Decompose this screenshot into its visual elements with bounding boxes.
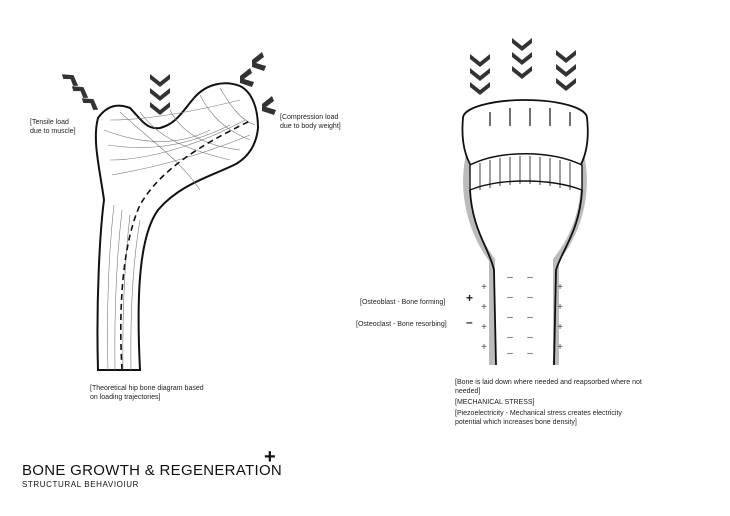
- osteoblast-marker: +: [557, 302, 563, 313]
- femur-caption: [Theoretical hip bone diagram based on l…: [90, 384, 204, 402]
- title-plus-mark: +: [264, 446, 276, 468]
- bone-caption-line2: needed]: [455, 388, 481, 395]
- osteoclast-minus-symbol: –: [466, 315, 473, 329]
- osteoblast-marker: +: [481, 302, 487, 313]
- tensile-label-line1: [Tensile load: [30, 119, 69, 126]
- bone-caption-line1: [Bone is laid down where needed and reap…: [455, 379, 642, 386]
- osteoclast-marker: –: [507, 348, 513, 359]
- compression-label-line2: due to body weight]: [280, 123, 341, 130]
- osteoclast-marker: –: [527, 292, 533, 303]
- osteoclast-marker: –: [527, 272, 533, 283]
- growth-plate-lines: [479, 156, 571, 190]
- bone-shaft: [469, 189, 583, 366]
- osteoclast-marker: –: [507, 272, 513, 283]
- growth-plate: [469, 153, 583, 192]
- tensile-load-label: [Tensile load due to muscle]: [30, 118, 76, 136]
- compression-load-label: [Compression load due to body weight]: [280, 113, 341, 131]
- femur-caption-line1: [Theoretical hip bone diagram based: [90, 385, 204, 392]
- trabecular-lines: [103, 87, 256, 371]
- load-chevrons-left: [61, 74, 99, 110]
- osteoclast-marker: –: [527, 348, 533, 359]
- load-chevrons-right: [240, 52, 276, 115]
- osteoblast-marker: +: [481, 322, 487, 333]
- tensile-label-line2: due to muscle]: [30, 128, 76, 135]
- load-chevrons-bone: [470, 38, 576, 95]
- compression-label-line1: [Compression load: [280, 114, 339, 121]
- femur-caption-line2: on loading trajectories]: [90, 394, 161, 401]
- osteoblast-marker: +: [481, 282, 487, 293]
- bone-section-caption: [Bone is laid down where needed and reap…: [455, 378, 642, 427]
- osteoblast-marker: +: [557, 282, 563, 293]
- page-subtitle: STRUCTURAL BEHAVIOIUR: [22, 480, 140, 489]
- osteoclast-marker: –: [507, 332, 513, 343]
- osteoclast-marker: –: [527, 312, 533, 323]
- bone-caption-line4: [Piezoelectricity - Mechanical stress cr…: [455, 410, 622, 417]
- osteoblast-marker: +: [557, 322, 563, 333]
- page-title: BONE GROWTH & REGENERATION: [22, 462, 283, 479]
- osteoclast-marker: –: [527, 332, 533, 343]
- osteoclast-marker: –: [507, 312, 513, 323]
- osteoblast-label: [Osteoblast - Bone forming]: [360, 299, 446, 306]
- osteoblast-marker: +: [481, 342, 487, 353]
- osteoclast-label: [Osteoclast - Bone resorbing]: [356, 321, 447, 328]
- bone-section: [461, 99, 589, 366]
- femur-outline: [94, 82, 260, 371]
- bone-caption-line5: potential which increases bone density]: [455, 419, 577, 426]
- load-trajectory: [120, 119, 253, 371]
- load-chevrons-center: [150, 74, 170, 115]
- bone-caption-line3: [MECHANICAL STRESS]: [455, 399, 535, 406]
- osteoblast-plus-symbol: +: [466, 291, 474, 305]
- osteoclast-marker: –: [507, 292, 513, 303]
- osteoblast-marker: +: [557, 342, 563, 353]
- stress-arrows: [489, 108, 571, 126]
